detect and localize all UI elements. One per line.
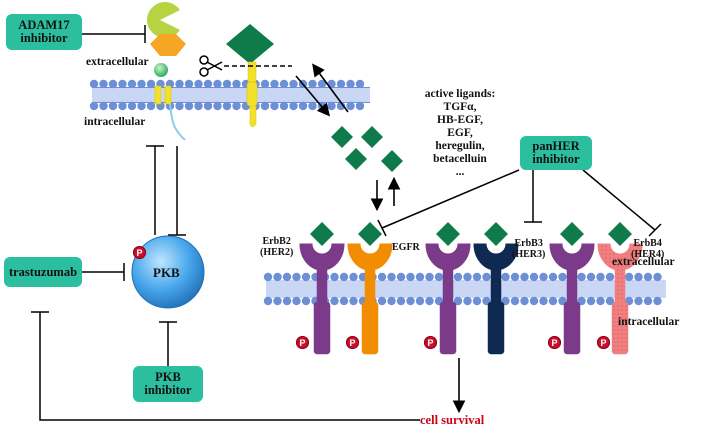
- adam17-box-line2: inhibitor: [20, 31, 68, 45]
- active-ligands-list: active ligands: TGFα, HB-EGF, EGF, hereg…: [412, 88, 508, 179]
- receptor-purple: [425, 222, 471, 355]
- pkb-inhibitor-line1: PKB: [155, 370, 181, 384]
- intracellular-label-right: intracellular: [618, 316, 680, 328]
- erbb4-label-line1: ErbB4: [633, 238, 662, 249]
- extracellular-label-right: extracellular: [612, 256, 675, 268]
- bound-ligand: [310, 222, 334, 246]
- erbb2-label: ErbB2(HER2): [260, 236, 293, 258]
- phospho-badge: P: [424, 336, 437, 349]
- panher-box-line2: inhibitor: [532, 152, 580, 166]
- left-membrane: [89, 79, 370, 111]
- phospho-badge: P: [597, 336, 610, 349]
- ligand-item: heregulin,: [435, 140, 485, 152]
- ligand-item: TGFα,: [443, 101, 477, 113]
- adam17-box-line1: ADAM17: [18, 18, 70, 32]
- receptor-purple-2: [549, 222, 595, 355]
- adam17-hexagon-shape: [150, 34, 186, 56]
- inhibition-lines: [31, 25, 662, 421]
- erbb2-label-line2: (HER2): [260, 247, 294, 258]
- scissors-icon: [199, 55, 223, 77]
- extracellular-label-left: extracellular: [86, 56, 149, 68]
- adam17-enzyme: [147, 2, 186, 141]
- ligand-item: betacelluin: [433, 153, 487, 165]
- erbb4-label: ErbB4(HER4): [631, 238, 664, 260]
- pro-ligand-precursor: [224, 24, 292, 128]
- erbb3-label-line1: ErbB3: [514, 238, 543, 249]
- erbb4-receptor: [597, 222, 643, 355]
- egfr-label: EGFR: [392, 242, 420, 253]
- release-arrows: [295, 63, 401, 212]
- pkb-label: PKB: [153, 265, 180, 280]
- ligand-item: ...: [455, 166, 465, 178]
- erbb3-label: ErbB3(HER3): [512, 238, 545, 260]
- bound-ligand: [436, 222, 460, 246]
- released-ligands: [331, 126, 403, 172]
- bound-ligand: [608, 222, 632, 246]
- phospho-badge: P: [296, 336, 309, 349]
- erbb2-receptor: [299, 222, 345, 355]
- bound-ligand: [484, 222, 508, 246]
- active-ligands-title: active ligands:: [424, 88, 496, 100]
- pkb-sphere: [131, 235, 205, 309]
- adam17-anchor-ball: [154, 63, 168, 77]
- cell-survival-label: cell survival: [420, 413, 485, 427]
- ligand-item: HB-EGF,: [437, 114, 483, 126]
- trastuzumab-label: trastuzumab: [8, 265, 78, 279]
- erbb3-receptor: [473, 222, 519, 355]
- trastuzumab-box: trastuzumab: [4, 257, 82, 287]
- phospho-badge: P: [548, 336, 561, 349]
- erbb2-label-line1: ErbB2: [262, 236, 291, 247]
- pkb-inhibitor-line2: inhibitor: [144, 383, 192, 397]
- phospho-badge: P: [133, 246, 146, 259]
- adam17-pacman-shape: [147, 2, 180, 39]
- phospho-badge: P: [346, 336, 359, 349]
- receptors-group: [299, 222, 643, 355]
- bound-ligand: [358, 222, 382, 246]
- erbb4-label-line2: (HER4): [631, 249, 665, 260]
- erbb3-label-line2: (HER3): [512, 249, 546, 260]
- bound-ligand: [560, 222, 584, 246]
- ligand-item: EGF,: [447, 127, 473, 139]
- panher-box-line1: panHER: [532, 139, 580, 153]
- egfr-receptor: [347, 222, 393, 355]
- intracellular-label-left: intracellular: [84, 116, 146, 128]
